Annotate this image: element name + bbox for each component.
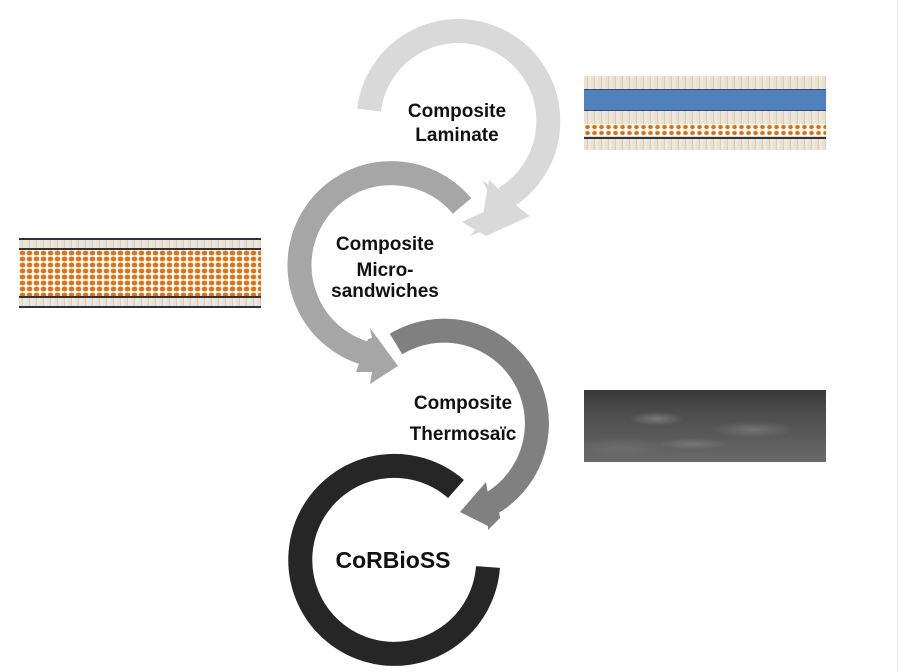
micro-sandwich-cross-section-image — [19, 238, 261, 308]
stage-label-corbioss: CoRBioSS — [318, 545, 468, 575]
blue-film-layer — [584, 89, 826, 111]
dark-line-layer — [584, 137, 826, 139]
stage-label-micro-line2: Micro- — [356, 260, 414, 281]
ring-corbioss — [288, 453, 500, 666]
orange-foam-layer — [584, 124, 826, 136]
arc-micro-sandwiches — [287, 161, 472, 367]
stage-label-micro-sandwiches: Composite Micro- sandwiches — [320, 232, 450, 302]
right-edge-divider — [897, 0, 898, 672]
arrow-head-laminate-tip — [462, 180, 530, 236]
thermosaic-surface-image — [584, 390, 826, 462]
dark-line-layer — [19, 306, 261, 308]
arrow-head-micro-sandwiches — [356, 328, 398, 384]
stage-label-micro-line1: Composite — [335, 234, 435, 255]
fiber-layer — [584, 76, 826, 90]
dark-line-layer — [19, 248, 261, 250]
ring-thermosaic — [389, 318, 549, 530]
stage-label-laminate: Composite Laminate — [392, 100, 522, 148]
fiber-layer — [584, 139, 826, 150]
dark-line-layer — [19, 296, 261, 298]
fiber-layer — [584, 111, 826, 124]
stage-label-micro-line3: sandwiches — [331, 281, 439, 302]
arc-corbioss — [288, 453, 500, 666]
orange-foam-layer — [19, 250, 261, 296]
stage-label-thermosaic: Composite Thermosaïc — [398, 388, 528, 450]
ring-micro-sandwiches — [287, 161, 472, 384]
laminate-cross-section-image — [584, 76, 826, 150]
fiber-layer — [19, 240, 261, 248]
arc-thermosaic — [389, 318, 549, 514]
fiber-layer — [19, 298, 261, 306]
stage-label-corbioss-line1: CoRBioSS — [335, 547, 451, 573]
arrow-head-thermosaic — [460, 482, 500, 530]
stage-label-laminate-line1: Composite — [407, 101, 507, 122]
stage-label-laminate-line2: Laminate — [415, 125, 499, 146]
stage-label-thermosaic-line1: Composite — [413, 393, 513, 414]
arc-laminate — [357, 19, 561, 209]
ring-laminate — [357, 19, 561, 236]
stage-label-thermosaic-line2: Thermosaïc — [409, 424, 517, 445]
dark-line-layer — [19, 238, 261, 240]
